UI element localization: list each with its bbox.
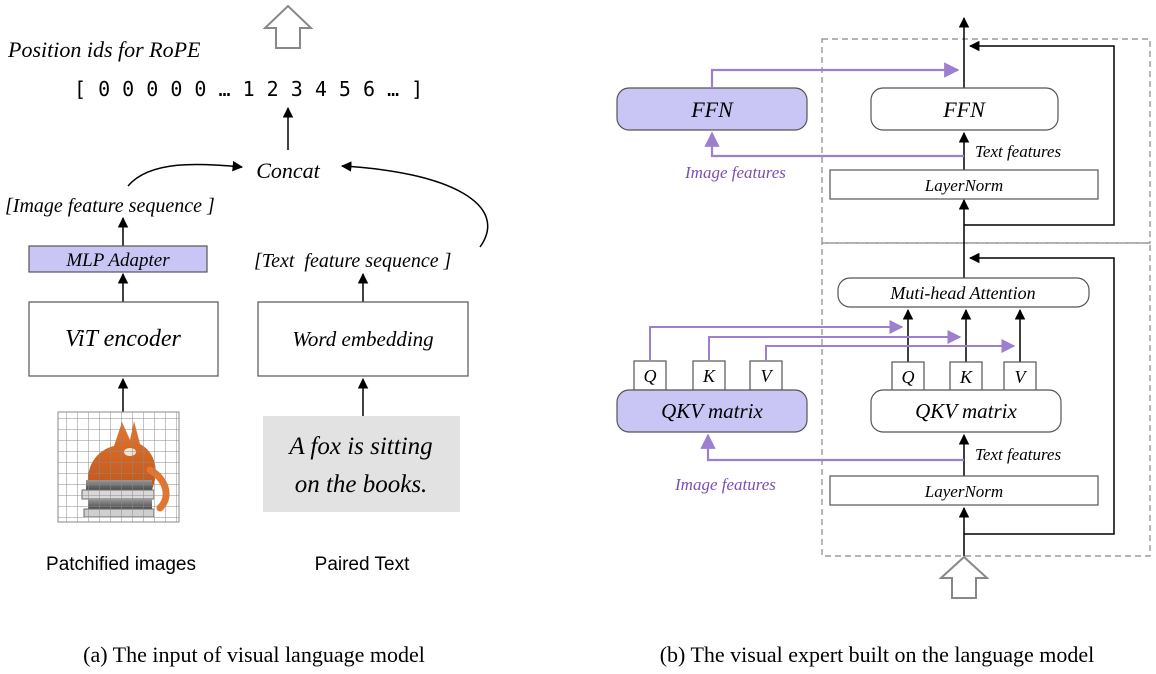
layernorm-bottom-box (829, 475, 1099, 506)
v-left-box (749, 360, 783, 391)
image-features-to-qkv-arrow (700, 433, 964, 462)
layernorm-top-label: LayerNorm (924, 176, 1003, 195)
patchified-image (57, 411, 180, 523)
residual-bottom-arrow (964, 252, 1115, 535)
caption-a: (a) The input of visual language model (83, 642, 425, 667)
ffn-text-box (870, 87, 1059, 131)
attention-label: Muti-head Attention (889, 283, 1035, 303)
text-to-concat-arrow (340, 161, 489, 248)
k-left-route-arrow (708, 330, 962, 361)
attention-box (837, 277, 1090, 308)
text-features-top: Text features (975, 142, 1061, 161)
ffn-image-label: FFN (690, 97, 734, 122)
vit-encoder-box (28, 301, 219, 377)
patchified-images-label: Patchified images (46, 554, 196, 575)
text-feature-seq: [Text feature sequence ] (254, 250, 451, 272)
image-to-concat-arrow (127, 160, 244, 187)
v-right-label: V (1015, 367, 1028, 387)
panel-a: Position ids for RoPE [ 0 0 0 0 0 … 1 2 … (5, 4, 489, 667)
layernorm-bottom-label: LayerNorm (924, 482, 1003, 501)
caption-b: (b) The visual expert built on the langu… (660, 642, 1095, 667)
mlp-adapter-box (28, 245, 208, 273)
k-right-label: K (959, 367, 973, 387)
qkv-image-box (616, 389, 808, 433)
residual-top-arrow (964, 40, 1115, 226)
panel-b: FFN FFN Text features Image features Lay… (616, 16, 1151, 667)
q-left-label: Q (644, 366, 657, 386)
q-left-route-arrow (649, 320, 904, 361)
qkv-text-box (870, 389, 1062, 433)
position-ids: [ 0 0 0 0 0 … 1 2 3 4 5 6 … ] (74, 77, 423, 101)
concat-label: Concat (256, 158, 320, 183)
sample-text-line1: A fox is sitting (287, 433, 432, 460)
image-features-to-ffn-arrow (704, 131, 964, 158)
input-arrow-icon (938, 555, 990, 599)
ffn-text-label: FFN (942, 97, 986, 122)
layernorm-top-box (829, 169, 1099, 200)
word-embedding-label: Word embedding (292, 327, 433, 351)
mlp-adapter-label: MLP Adapter (65, 250, 170, 271)
q-right-label: Q (902, 367, 915, 387)
sample-text-line2: on the books. (295, 471, 428, 498)
v-right-box (1003, 361, 1037, 392)
image-feature-seq: [Image feature sequence ] (5, 195, 215, 217)
qkv-image-label: QKV matrix (661, 399, 763, 423)
paired-text-box (263, 416, 460, 512)
vit-encoder-label: ViT encoder (65, 326, 181, 352)
ffn-image-out-arrow (710, 62, 960, 88)
image-features-top: Image features (684, 163, 786, 182)
block-attention-region (821, 242, 1151, 557)
k-right-box (949, 361, 983, 392)
q-left-box (633, 360, 667, 391)
text-features-bottom: Text features (975, 445, 1061, 464)
q-right-box (891, 361, 925, 392)
word-embedding-box (257, 301, 469, 377)
k-left-label: K (702, 366, 716, 386)
output-arrow-icon (262, 4, 314, 49)
image-features-bottom: Image features (674, 475, 776, 494)
rope-title: Position ids for RoPE (7, 37, 201, 62)
qkv-text-label: QKV matrix (915, 399, 1017, 423)
v-left-label: V (761, 366, 774, 386)
v-left-route-arrow (765, 339, 1016, 361)
paired-text-label: Paired Text (315, 554, 410, 575)
